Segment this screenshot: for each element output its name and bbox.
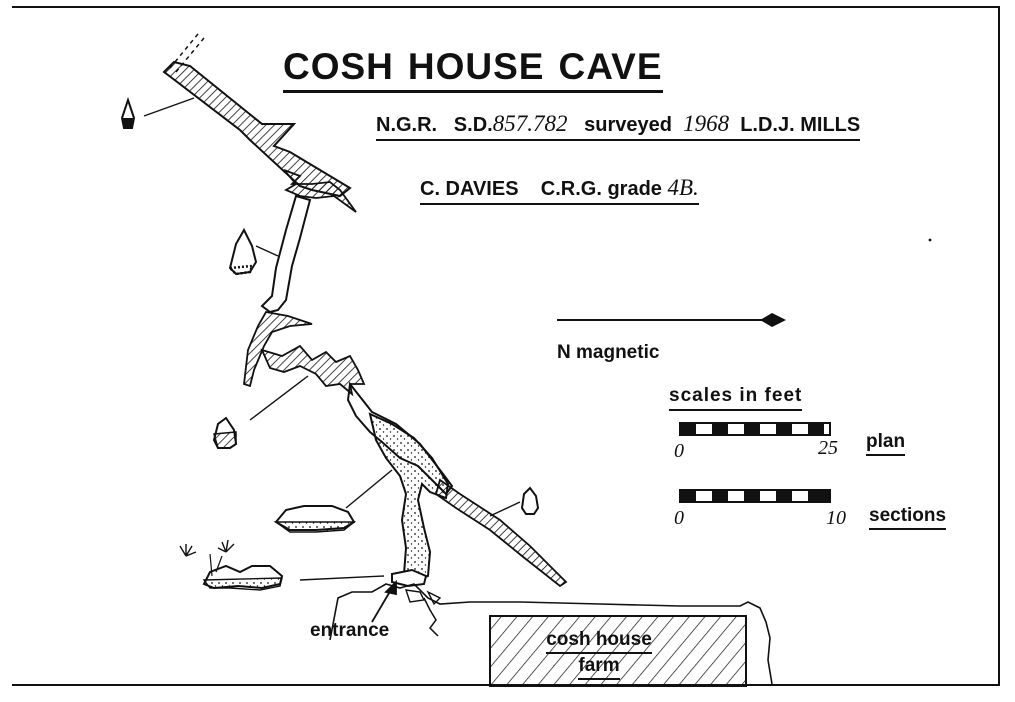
plan-scale-bar — [679, 422, 831, 436]
scales-heading: scales in feet — [669, 386, 803, 411]
farm-label: cosh house farm — [534, 628, 664, 680]
cave-passage-middle — [260, 194, 312, 314]
farm-label-line-1: cosh house — [546, 628, 652, 654]
sections-scale-bar — [679, 489, 831, 503]
cave-chamber-dotted — [368, 412, 450, 584]
survey-year: 1968 — [683, 111, 730, 136]
cross-section-4 — [273, 469, 393, 533]
cross-section-entrance — [179, 539, 385, 591]
entrance-arrow — [371, 579, 397, 623]
surveyed-label: surveyed — [584, 114, 672, 136]
cross-section-1 — [120, 96, 195, 129]
grade-label: C.R.G. grade — [540, 178, 662, 200]
ground-surface-line — [329, 583, 773, 685]
grass-tuft-icon — [179, 544, 197, 557]
credit-line: C. DAVIES C.R.G. grade 4B. — [420, 176, 699, 205]
survey-title: COSH HOUSE CAVE — [283, 48, 663, 93]
cross-section-3 — [212, 375, 309, 449]
cave-passage-branch — [243, 311, 313, 388]
farm-building — [489, 615, 747, 687]
plan-scale-start: 0 — [674, 440, 684, 462]
title-word-2: HOUSE — [407, 46, 545, 87]
sections-scale-end: 10 — [826, 507, 846, 529]
ngr-value: 857.782 — [492, 111, 568, 136]
surveyor-2: C. DAVIES — [420, 178, 519, 200]
plan-scale-label: plan — [866, 432, 906, 456]
farm-label-line-2: farm — [578, 654, 620, 680]
ngr-prefix: N.G.R. — [376, 114, 438, 136]
north-arrow — [557, 313, 786, 327]
entrance-blob — [391, 568, 428, 588]
sections-scale-start: 0 — [674, 507, 684, 529]
stray-ink-dot — [928, 238, 932, 242]
cave-passage-diagonal — [434, 478, 568, 588]
entrance-label: entrance — [310, 620, 390, 641]
cave-chamber-lower — [260, 344, 366, 397]
cross-section-5 — [489, 486, 540, 517]
cross-section-2 — [227, 227, 279, 276]
sections-scale-label: sections — [869, 506, 947, 530]
surface-rocks — [404, 589, 442, 606]
cave-passage-upper — [162, 60, 352, 198]
ngr-grid: S.D. — [453, 114, 493, 136]
title-word-1: COSH — [283, 46, 394, 87]
cave-chamber-bend — [283, 169, 357, 213]
surveyor-1: L.D.J. MILLS — [740, 114, 861, 136]
grass-tuft-icon-2 — [217, 539, 235, 553]
plan-scale-end: 25 — [818, 437, 838, 459]
title-word-3: CAVE — [558, 46, 663, 87]
grade-value: 4B. — [667, 175, 699, 200]
north-label: N magnetic — [557, 342, 660, 363]
grid-reference-line: N.G.R. S.D.857.782 surveyed 1968 L.D.J. … — [376, 111, 861, 141]
stream-line — [423, 597, 439, 637]
